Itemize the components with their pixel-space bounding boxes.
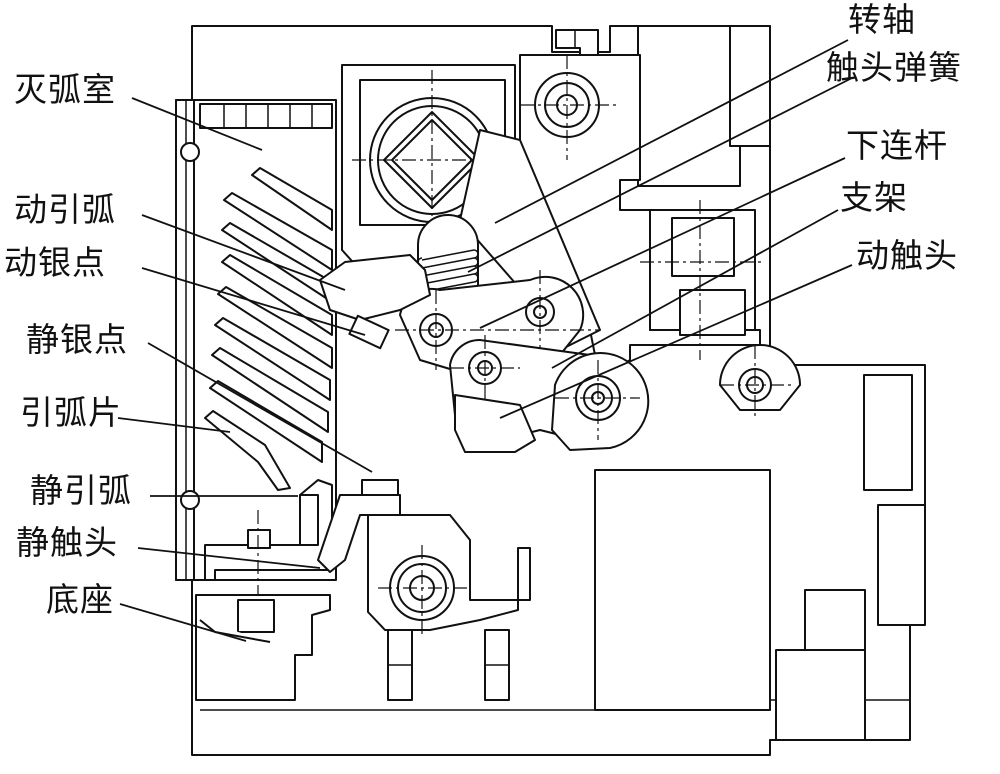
leader-lower-link [479,157,846,329]
leader-moving-silver-point [141,267,366,336]
leader-arc-chamber [131,97,263,151]
leader-bracket [551,209,839,369]
leader-moving-arc-runner [141,214,346,291]
label-bracket: 支架 [840,178,908,217]
leader-static-contact [137,547,321,569]
label-static-silver-point: 静银点 [26,320,128,359]
moving-contact-body [454,352,650,453]
label-lower-link: 下连杆 [846,126,948,165]
label-moving-contact: 动触头 [856,236,958,275]
leader-static-silver-point [147,342,373,473]
label-arc-plate: 引弧片 [20,393,122,432]
leader-arc-plate [117,417,231,433]
leader-lines [117,39,853,642]
leader-contact-spring [467,77,853,273]
label-static-contact: 静触头 [16,523,118,562]
moving-contact-arm [319,254,431,350]
right-blocks [640,200,801,420]
label-arc-chamber: 灭弧室 [14,70,116,109]
label-rotating-shaft: 转轴 [848,0,916,39]
terminal-screw [367,514,531,701]
label-moving-silver-point: 动银点 [4,243,106,282]
leader-rotating-shaft [494,39,849,224]
leader-base [119,603,247,642]
rotating-shaft [352,70,520,240]
label-static-arc-runner: 静引弧 [30,471,132,510]
label-contact-spring: 触头弹簧 [826,48,962,87]
label-base: 底座 [46,580,114,619]
leader-moving-contact [499,264,853,419]
label-moving-arc-runner: 动引弧 [14,190,116,229]
